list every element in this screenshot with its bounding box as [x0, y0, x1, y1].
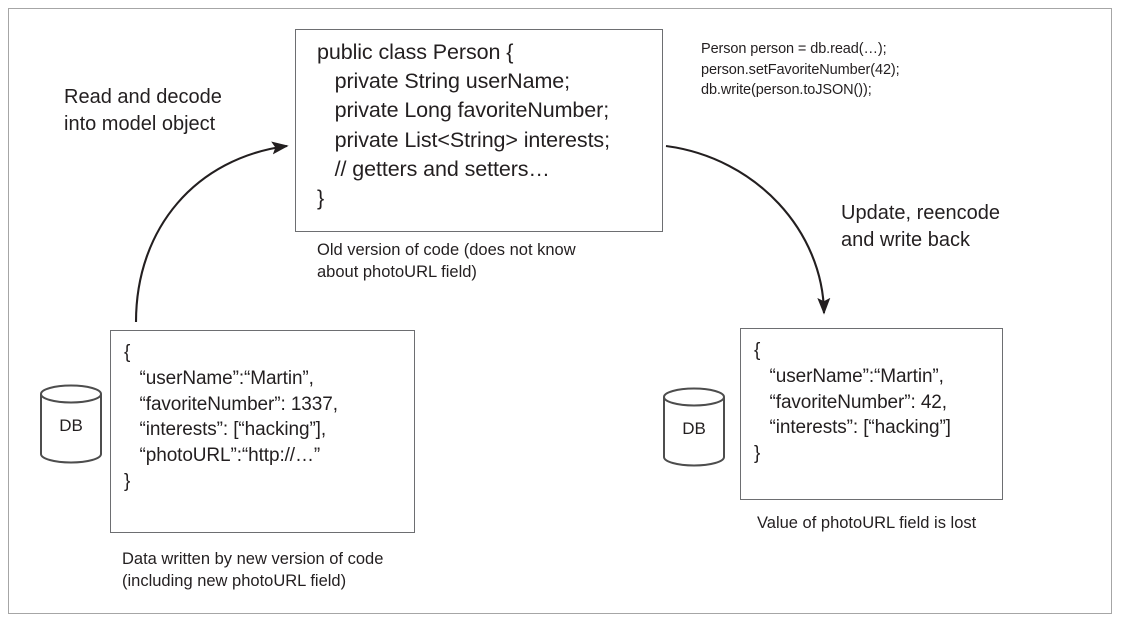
json-right-box — [740, 328, 1003, 500]
code-box — [295, 29, 663, 232]
diagram-frame — [8, 8, 1112, 614]
json-left-text: { “userName”:“Martin”, “favoriteNumber”:… — [124, 342, 338, 493]
json-left-caption: Data written by new version of code (inc… — [122, 550, 384, 590]
json-right-caption: Value of photoURL field is lost — [757, 514, 977, 532]
json-right-text: { “userName”:“Martin”, “favoriteNumber”:… — [754, 340, 951, 465]
json-left-box — [110, 330, 415, 533]
write-arrow-label: Update, reencode and write back — [841, 202, 1001, 251]
usage-snippet-text: Person person = db.read(…); person.setFa… — [701, 41, 900, 99]
db-left-cylinder: DB — [38, 382, 104, 466]
db-right-label: DB — [682, 419, 706, 438]
code-box-caption: Old version of code (does not know about… — [317, 241, 576, 281]
db-left-label: DB — [59, 416, 83, 435]
db-right-cylinder: DB — [661, 385, 727, 469]
read-arrow-label: Read and decode into model object — [64, 86, 222, 135]
code-box-text: public class Person { private String use… — [317, 40, 610, 211]
